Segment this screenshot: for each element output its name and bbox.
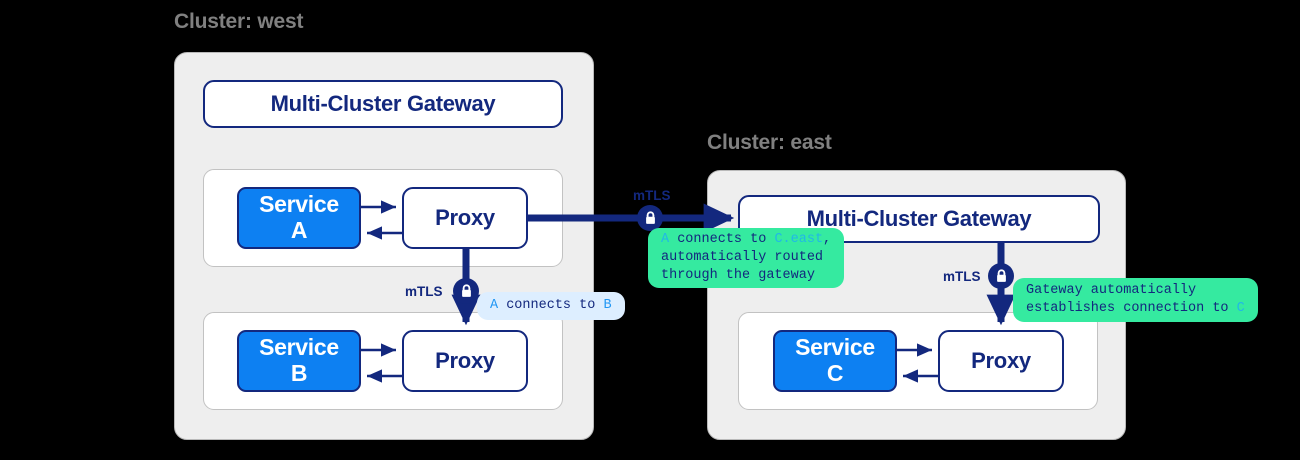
cluster-label-west: Cluster: west <box>174 10 304 33</box>
lock-icon-east-internal <box>988 263 1014 289</box>
proxy-box-b[interactable]: Proxy <box>402 330 528 392</box>
service-b-line2: B <box>290 360 308 386</box>
service-box-b[interactable]: Service B <box>237 330 361 392</box>
tooltip-a-connects-to-c-east: A connects to C.east, automatically rout… <box>648 228 845 288</box>
mtls-label-cross-cluster: mTLS <box>633 188 671 203</box>
service-a-line2: A <box>290 217 308 243</box>
service-c-line1: Service <box>795 334 875 361</box>
service-box-c[interactable]: Service C <box>773 330 897 392</box>
service-b-line1: Service <box>259 334 339 361</box>
tooltip-a-connects-to-b: A connects to B <box>477 292 625 320</box>
tooltip-gateway-establishes: Gateway automatically establishes connec… <box>1013 278 1258 322</box>
lock-icon-cross-cluster <box>637 205 663 231</box>
proxy-box-a[interactable]: Proxy <box>402 187 528 249</box>
mtls-label-west-internal: mTLS <box>405 284 443 299</box>
service-a-line1: Service <box>259 191 339 218</box>
gateway-box-west[interactable]: Multi-Cluster Gateway <box>203 80 563 128</box>
service-box-a[interactable]: Service A <box>237 187 361 249</box>
lock-icon-west-internal <box>453 278 479 304</box>
mtls-label-east-internal: mTLS <box>943 269 981 284</box>
service-c-line2: C <box>826 360 844 386</box>
cluster-label-east: Cluster: east <box>707 131 832 154</box>
proxy-box-c[interactable]: Proxy <box>938 330 1064 392</box>
